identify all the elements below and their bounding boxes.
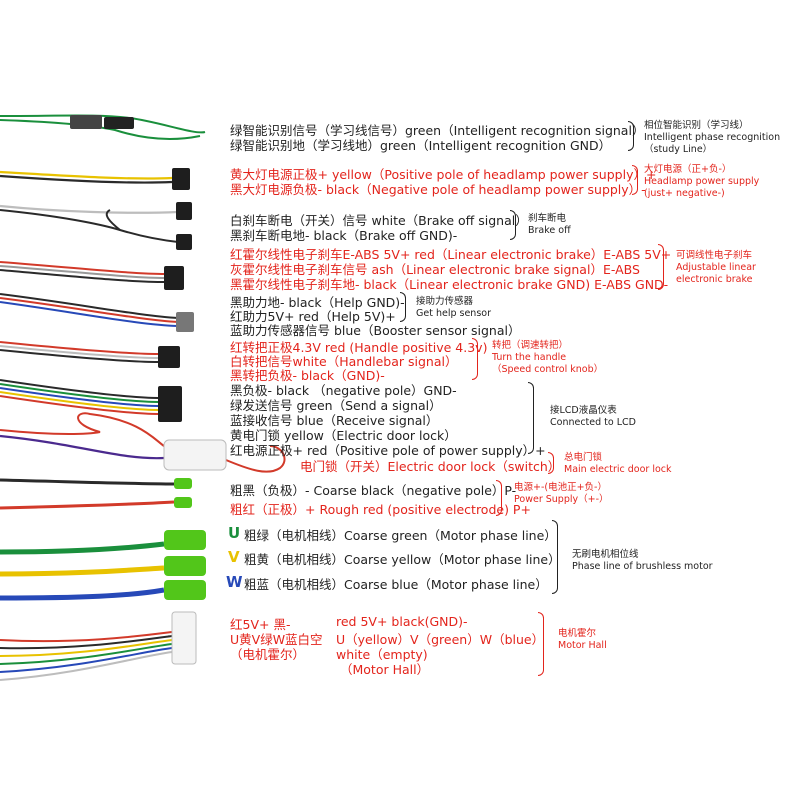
throttle-gnd-label: 黑转把负极- black（GND)- <box>230 368 385 383</box>
brace <box>628 121 634 151</box>
door-lock-wires <box>0 412 286 473</box>
learning-wire-pair <box>0 114 206 140</box>
lcd-send-label: 绿发送信号 green（Send a signal） <box>230 398 442 413</box>
learning-signal-label: 绿智能识别信号（学习线信号）green（Intelligent recognit… <box>230 123 645 138</box>
phase-tip <box>164 556 206 576</box>
hall-right-2: U（yellow）V（green）W（blue） <box>336 632 545 647</box>
lcd-connector <box>158 386 182 422</box>
brace <box>472 338 478 380</box>
e-abs-signal-label: 灰霍尔线性电子刹车信号 ash（Linear electronic brake … <box>230 262 640 277</box>
lcd-gnd-label: 黑负极- black （negative pole）GND- <box>230 383 457 398</box>
phase-w-letter: W <box>226 573 243 591</box>
e-abs-connector <box>164 266 184 290</box>
hall-right-3: white（empty) <box>336 647 428 662</box>
phase-v-letter: V <box>228 548 240 566</box>
hall-connector <box>171 611 197 665</box>
linear-brake-wires <box>0 261 184 290</box>
coarse-red-label: 粗红（正极）+ Rough red (positive electrode) P… <box>230 502 531 517</box>
headlamp-negative-label: 黑大灯电源负极- black（Negative pole of headlamp… <box>230 182 646 197</box>
brake-connector <box>176 202 192 220</box>
help-sensor-wires <box>0 293 194 332</box>
phase-yellow-label: 粗黄（电机相线）Coarse yellow（Motor phase line） <box>244 552 561 567</box>
hall-left-2: U黄V绿W蓝白空 <box>230 632 323 647</box>
power-wires <box>0 478 192 510</box>
hall-left-3: （电机霍尔） <box>230 647 306 662</box>
power-tip <box>174 497 192 508</box>
phase-tip <box>164 530 206 550</box>
brace <box>548 452 554 474</box>
lcd-receive-label: 蓝接收信号 blue（Receive signal） <box>230 413 439 428</box>
learning-note: 相位智能识别（学习线）Intelligent phase recognition… <box>644 120 781 155</box>
coarse-black-label: 粗黑（负极）- Coarse black（negative pole）P- <box>230 483 517 498</box>
hall-wires <box>0 611 197 681</box>
headlamp-wires <box>0 168 190 190</box>
brake-off-wires <box>0 202 192 250</box>
door-lock-label: 电门锁（开关）Electric door lock（switch） <box>300 459 561 474</box>
hall-right-1: red 5V+ black(GND)- <box>336 614 468 629</box>
phase-blue-label: 粗蓝（电机相线）Coarse blue（Motor phase line） <box>244 577 548 592</box>
e-abs-5v-label: 红霍尔线性电子刹车E-ABS 5V+ red（Linear electronic… <box>230 247 672 262</box>
throttle-wires <box>0 341 180 368</box>
help-signal-label: 蓝助力传感器信号 blue（Booster sensor signal） <box>230 323 521 338</box>
help-5v-label: 红助力5V+ red（Help 5V)+ <box>230 309 396 324</box>
help-sensor-connector <box>176 312 194 332</box>
brake-off-gnd-label: 黑刹车断电地- black（Brake off GND)- <box>230 228 458 243</box>
motor-phase-wires <box>0 530 206 601</box>
headlamp-positive-label: 黄大灯电源正极+ yellow（Positive pole of headlam… <box>230 167 657 182</box>
power-note: 电源+-(电池正+负-）Power Supply（+-） <box>514 482 609 505</box>
throttle-signal-label: 白转把信号white（Handlebar signal） <box>230 354 458 369</box>
headlamp-connector <box>172 168 190 190</box>
brace <box>528 382 534 454</box>
learning-connector <box>104 117 134 129</box>
brace <box>538 612 544 676</box>
hall-right-4: （Motor Hall） <box>340 662 430 677</box>
brace <box>658 244 664 290</box>
brake-connector <box>176 234 192 250</box>
throttle-connector <box>158 346 180 368</box>
brace <box>496 480 502 516</box>
help-gnd-label: 黑助力地- black（Help GND)- <box>230 295 405 310</box>
brace <box>632 165 638 195</box>
brace <box>400 292 406 322</box>
learning-gnd-label: 绿智能识别地（学习线地）green（Intelligent recognitio… <box>230 138 612 153</box>
phase-tip <box>164 580 206 600</box>
brake-off-signal-label: 白刹车断电（开关）信号 white（Brake off signal） <box>230 213 528 228</box>
headlamp-note: 大灯电源（正+负-）Headlamp power supply(just+ ne… <box>644 164 760 199</box>
throttle-note: 转把（调速转把）Turn the handle（Speed control kn… <box>492 340 604 375</box>
door-lock-connector <box>163 439 227 471</box>
lcd-door-lock-label: 黄电门锁 yellow（Electric door lock） <box>230 428 457 443</box>
hall-left-1: 红5V+ 黑- <box>230 617 291 632</box>
brace <box>510 210 516 240</box>
power-tip <box>174 478 192 489</box>
learning-connector <box>70 115 102 129</box>
phase-u-letter: U <box>228 524 241 542</box>
lcd-power-label: 红电源正极+ red（Positive pole of power supply… <box>230 443 546 458</box>
throttle-positive-label: 红转把正极4.3V red (Handle positive 4.3v) <box>230 340 488 355</box>
phase-green-label: 粗绿（电机相线）Coarse green（Motor phase line） <box>244 528 557 543</box>
brace <box>552 520 558 594</box>
lcd-wires <box>0 379 182 422</box>
e-abs-gnd-label: 黑霍尔线性电子刹车地- black（Linear electronic brak… <box>230 277 669 292</box>
